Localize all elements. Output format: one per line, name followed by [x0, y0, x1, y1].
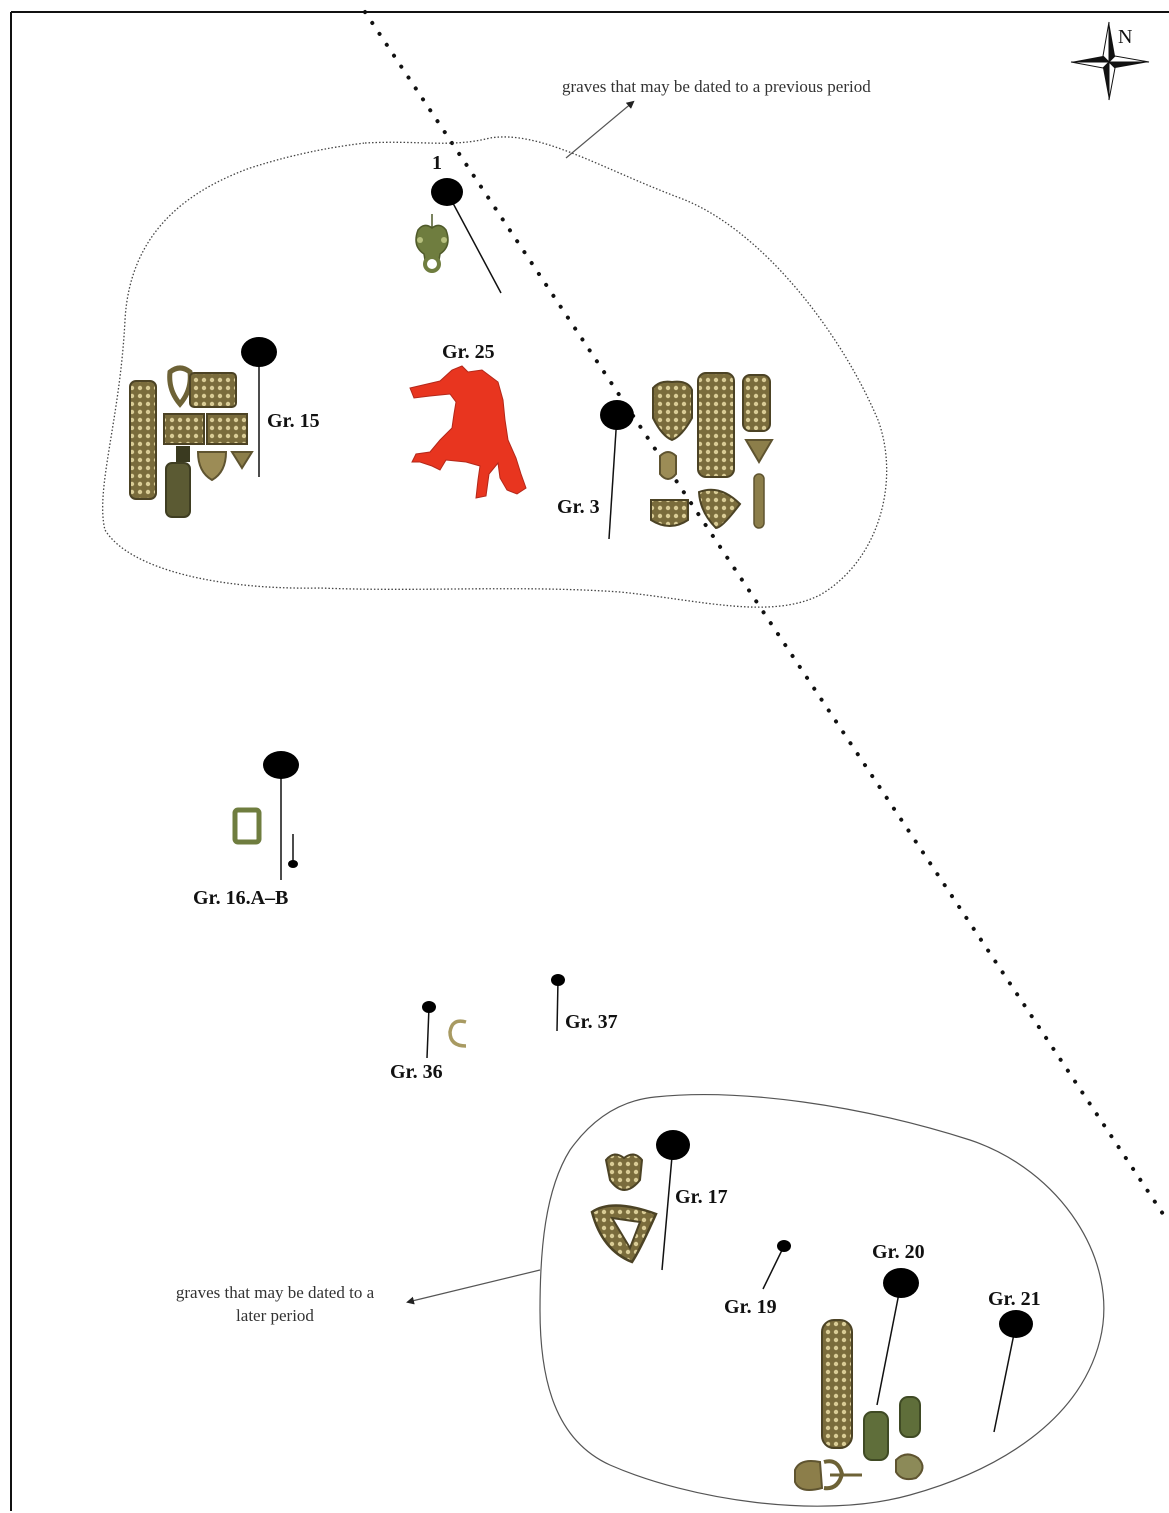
grave-17-label: Gr. 17 — [675, 1186, 728, 1208]
grave-1-label: 1 — [432, 152, 442, 174]
grave-20 — [794, 1268, 924, 1491]
grave-15-label: Gr. 15 — [267, 410, 320, 432]
grave-37-label: Gr. 37 — [565, 1011, 618, 1033]
page-frame — [10, 11, 1169, 1511]
grave-36-ring-icon — [448, 1019, 467, 1048]
grave-17 — [590, 1130, 690, 1271]
grave-36-label: Gr. 36 — [390, 1061, 443, 1083]
grave-1-pendant-icon — [415, 214, 449, 273]
grave-21 — [993, 1310, 1033, 1433]
later-period-note-line1: graves that may be dated to a — [176, 1283, 375, 1302]
grave-20-belt-fittings-icon — [794, 1319, 924, 1491]
grave-17-fittings-icon — [590, 1153, 658, 1264]
grave-25-horse-figure — [409, 365, 527, 499]
grave-20-marker — [883, 1268, 919, 1298]
grave-20-label: Gr. 20 — [872, 1241, 925, 1263]
later-period-arrow — [406, 1269, 541, 1305]
grave-19-marker — [777, 1240, 791, 1252]
north-label: N — [1118, 26, 1132, 48]
grave-1-marker — [431, 178, 463, 206]
upper-cluster-outline — [102, 136, 888, 608]
grave-16-buckle-icon — [232, 807, 262, 845]
lower-cluster-outline — [539, 1094, 1105, 1507]
grave-17-marker — [656, 1130, 690, 1160]
grave-3 — [600, 372, 774, 540]
later-period-note-line2: later period — [236, 1306, 314, 1325]
grave-21-marker — [999, 1310, 1033, 1338]
period-boundary-line — [363, 10, 1169, 1222]
grave-16-label: Gr. 16.A–B — [193, 887, 288, 909]
grave-25-label: Gr. 25 — [442, 341, 495, 363]
north-compass-icon — [1070, 21, 1150, 101]
grave-16b-marker — [288, 860, 298, 868]
grave-15-belt-fittings-icon — [129, 365, 254, 518]
grave-36-marker — [422, 1001, 436, 1013]
grave-19 — [762, 1240, 791, 1290]
grave-15 — [129, 337, 277, 518]
grave-3-belt-fittings-icon — [650, 372, 774, 530]
grave-16 — [232, 751, 299, 880]
grave-19-label: Gr. 19 — [724, 1296, 777, 1318]
grave-21-label: Gr. 21 — [988, 1288, 1041, 1310]
previous-period-note: graves that may be dated to a previous p… — [562, 77, 871, 96]
grave-36 — [422, 1001, 467, 1059]
grave-3-marker — [600, 400, 634, 430]
grave-37 — [551, 974, 565, 1032]
grave-1 — [415, 178, 502, 294]
grave-16a-marker — [263, 751, 299, 779]
grave-37-marker — [551, 974, 565, 986]
grave-15-marker — [241, 337, 277, 367]
grave-3-label: Gr. 3 — [557, 496, 600, 518]
previous-period-arrow — [565, 100, 635, 159]
